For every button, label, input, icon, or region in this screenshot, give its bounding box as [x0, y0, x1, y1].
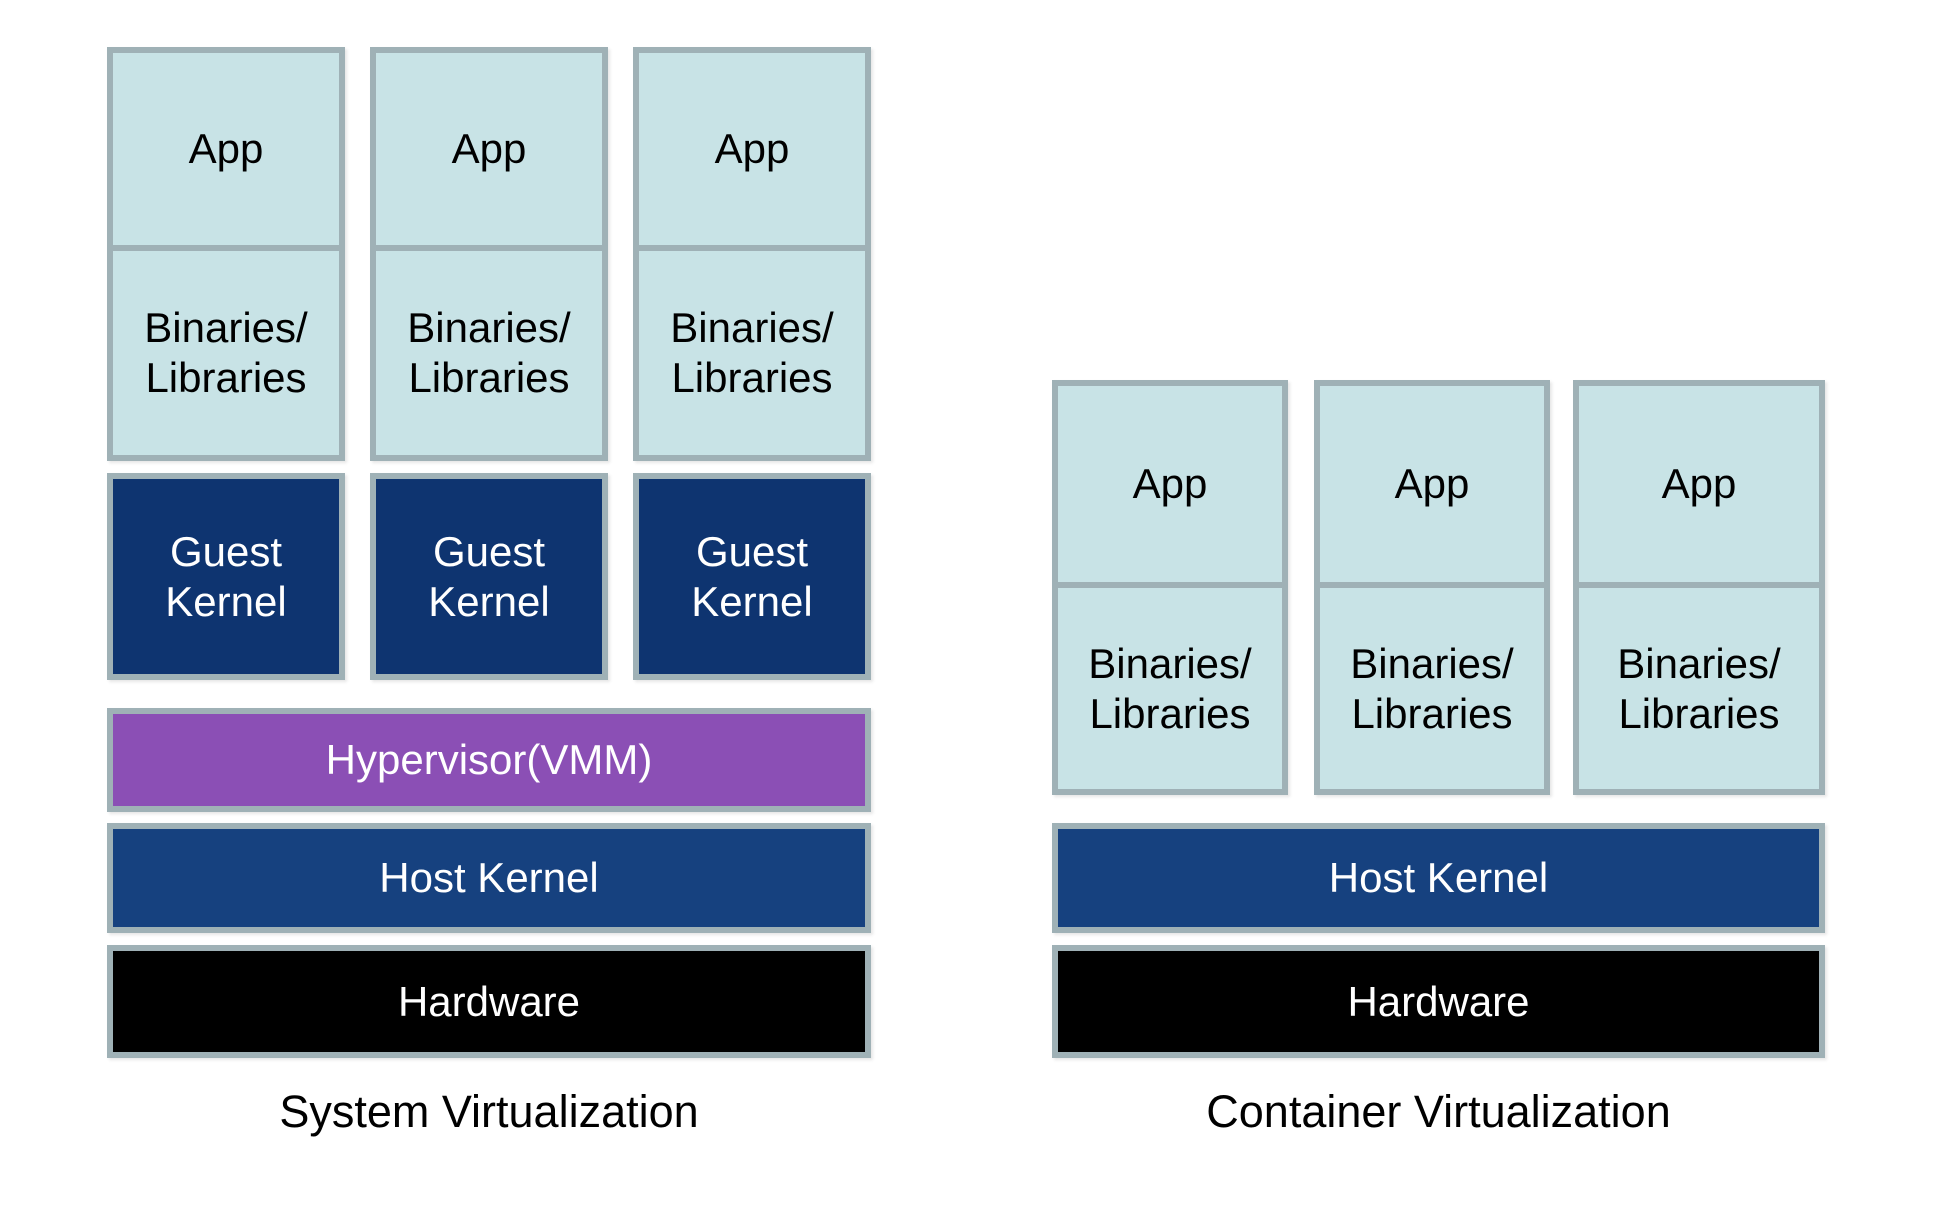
app-box: App [1320, 386, 1544, 588]
vm-stack-1: App Binaries/ Libraries [107, 47, 345, 461]
vm-stack-3: App Binaries/ Libraries [633, 47, 871, 461]
guest-kernel-box-3: Guest Kernel [633, 473, 871, 680]
app-box: App [1579, 386, 1819, 588]
binaries-libraries-box: Binaries/ Libraries [144, 304, 308, 401]
app-box: App [113, 53, 339, 251]
binaries-libraries-box: Binaries/ Libraries [1617, 639, 1781, 737]
hardware-bar-left: Hardware [107, 945, 871, 1058]
system-virtualization-caption: System Virtualization [279, 1086, 699, 1137]
container-stack-3: App Binaries/ Libraries [1573, 380, 1825, 795]
container-virtualization-caption: Container Virtualization [1206, 1086, 1671, 1137]
app-box: App [639, 53, 865, 251]
binaries-libraries-box: Binaries/ Libraries [1350, 639, 1514, 737]
guest-kernel-box-2: Guest Kernel [370, 473, 608, 680]
app-box: App [376, 53, 602, 251]
container-stack-1: App Binaries/ Libraries [1052, 380, 1288, 795]
guest-kernel-box-1: Guest Kernel [107, 473, 345, 680]
container-stack-2: App Binaries/ Libraries [1314, 380, 1550, 795]
binaries-libraries-box: Binaries/ Libraries [407, 304, 571, 401]
vm-stack-2: App Binaries/ Libraries [370, 47, 608, 461]
binaries-libraries-box: Binaries/ Libraries [670, 304, 834, 401]
hardware-bar-right: Hardware [1052, 945, 1825, 1058]
host-kernel-bar-right: Host Kernel [1052, 823, 1825, 933]
binaries-libraries-box: Binaries/ Libraries [1088, 639, 1252, 737]
hypervisor-bar: Hypervisor(VMM) [107, 708, 871, 812]
app-box: App [1058, 386, 1282, 588]
host-kernel-bar-left: Host Kernel [107, 823, 871, 933]
